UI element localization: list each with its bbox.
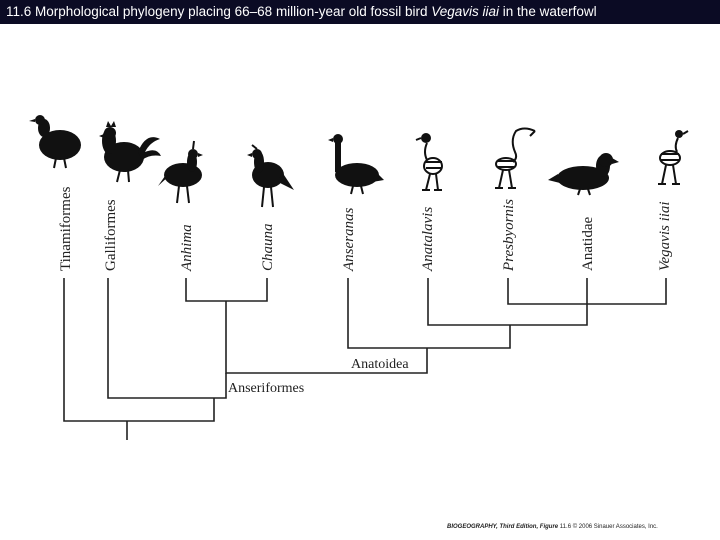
screamer-icon <box>158 140 203 204</box>
credit-book-title: BIOGEOGRAPHY, Third Edition, Figure <box>447 524 559 530</box>
taxon-label-tinamiformes: Tinamiformes <box>58 186 74 271</box>
credit-copyright: 11.6 © 2006 Sinauer Associates, Inc. <box>558 524 658 530</box>
taxon-label-vegavis: Vegavis iiai <box>657 201 673 271</box>
magpie-goose-icon <box>328 134 384 195</box>
tinamou-icon <box>29 115 81 169</box>
title-species: Vegavis iiai <box>431 4 500 19</box>
taxon-label-anhima: Anhima <box>179 224 195 272</box>
tree-branches <box>63 278 667 440</box>
rooster-icon <box>99 121 161 183</box>
taxon-label-anatidae: Anatidae <box>580 217 596 271</box>
clade-label-anatoidea: Anatoidea <box>351 357 409 372</box>
taxon-label-anatalavis: Anatalavis <box>420 207 436 272</box>
taxon-label-anseranas: Anseranas <box>341 208 357 272</box>
title-prefix: 11.6 Morphological phylogeny placing 66–… <box>6 4 432 19</box>
slide-title: 11.6 Morphological phylogeny placing 66–… <box>0 0 720 24</box>
title-suffix: in the waterfowl <box>499 4 597 19</box>
taxon-label-galliformes: Galliformes <box>103 199 119 271</box>
taxon-label-presbyornis: Presbyornis <box>501 199 517 272</box>
crested-screamer-icon <box>247 144 294 208</box>
clade-label-anseriformes: Anseriformes <box>228 381 304 396</box>
duck-icon <box>548 153 619 196</box>
taxon-label-chauna: Chauna <box>260 223 276 271</box>
vegavis-skeleton-icon <box>658 130 689 185</box>
phylogeny-diagram: Tinamiformes Galliformes Anhima Chauna A… <box>29 115 689 440</box>
figure-credit: BIOGEOGRAPHY, Third Edition, Figure 11.6… <box>447 524 712 536</box>
skeleton-icon <box>415 133 443 191</box>
flamingo-skeleton-icon <box>495 127 536 189</box>
